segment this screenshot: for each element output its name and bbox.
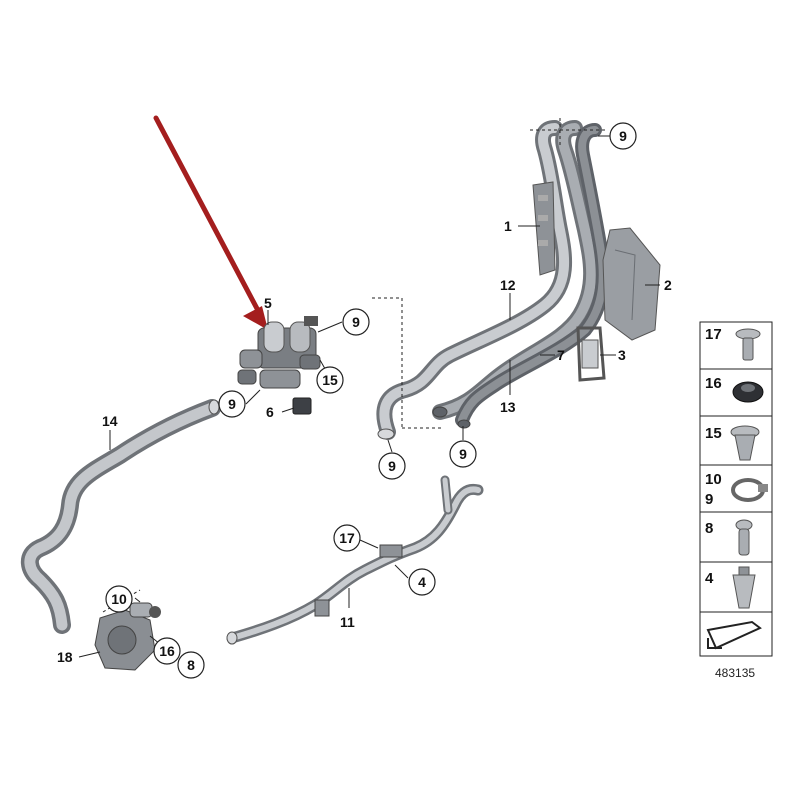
expanding-nut-icon [730, 425, 760, 461]
legend-item-15: 15 [705, 425, 760, 461]
hose-clip-3 [576, 326, 606, 382]
legend-item-17: 17 [705, 326, 761, 361]
callout-9-left-end: 9 [378, 452, 406, 480]
connector-6 [292, 397, 312, 415]
legend-item-16: 16 [705, 375, 764, 403]
callout-8: 8 [177, 651, 205, 679]
screw-washer-icon [735, 328, 761, 361]
svg-text:9: 9 [352, 314, 360, 330]
legend-item-4: 4 [705, 566, 756, 609]
callout-15: 15 [316, 366, 344, 394]
svg-text:9: 9 [619, 128, 627, 144]
svg-text:9: 9 [459, 446, 467, 462]
svg-text:4: 4 [705, 570, 714, 587]
legend-item-8: 8 [705, 519, 753, 556]
hose-bundle-12-13 [376, 120, 610, 440]
callout-16: 16 [153, 637, 181, 665]
hose-clamp-icon [731, 478, 768, 502]
callout-4: 4 [408, 568, 436, 596]
svg-text:17: 17 [339, 530, 355, 546]
legend-item-arrow [706, 620, 762, 650]
label-6: 6 [266, 404, 274, 420]
svg-text:9: 9 [705, 491, 713, 508]
svg-text:15: 15 [322, 372, 338, 388]
arrow-bracket-icon [706, 620, 762, 650]
svg-text:8: 8 [187, 657, 195, 673]
bracket-2 [602, 227, 661, 341]
callout-9-valve: 9 [342, 308, 370, 336]
svg-text:4: 4 [418, 574, 426, 590]
callout-9-mid-end: 9 [449, 440, 477, 468]
solenoid-valve-5 [237, 316, 321, 389]
label-1: 1 [504, 218, 512, 234]
callout-9-hose14: 9 [218, 390, 246, 418]
screw-icon [735, 519, 753, 556]
fastener-legend: 17 16 15 10 9 [699, 321, 773, 680]
label-13: 13 [500, 399, 516, 415]
coolant-pipe-11 [226, 475, 484, 645]
label-12: 12 [500, 277, 516, 293]
legend-item-10-9: 10 9 [705, 471, 768, 508]
svg-text:15: 15 [705, 425, 722, 442]
grommet-icon [732, 381, 764, 403]
svg-text:9: 9 [388, 458, 396, 474]
bracket-1 [532, 181, 556, 276]
callout-10: 10 [105, 585, 133, 613]
label-5: 5 [264, 295, 272, 311]
callout-9-top: 9 [609, 122, 637, 150]
clip-nut-icon [732, 566, 756, 609]
svg-text:16: 16 [705, 375, 722, 392]
svg-text:8: 8 [705, 520, 713, 537]
label-18: 18 [57, 649, 73, 665]
svg-text:16: 16 [159, 643, 175, 659]
svg-text:9: 9 [228, 396, 236, 412]
diagram-reference-number: 483135 [715, 666, 755, 680]
svg-text:10: 10 [705, 471, 722, 488]
label-3: 3 [618, 347, 626, 363]
callout-17: 17 [333, 524, 361, 552]
label-2: 2 [664, 277, 672, 293]
svg-text:10: 10 [111, 591, 127, 607]
svg-text:17: 17 [705, 326, 722, 343]
hose-14 [20, 399, 221, 634]
label-14: 14 [102, 413, 118, 429]
label-7: 7 [557, 347, 565, 363]
water-pump-18 [94, 602, 161, 671]
red-pointer-arrow [153, 115, 268, 330]
label-11: 11 [340, 614, 355, 630]
